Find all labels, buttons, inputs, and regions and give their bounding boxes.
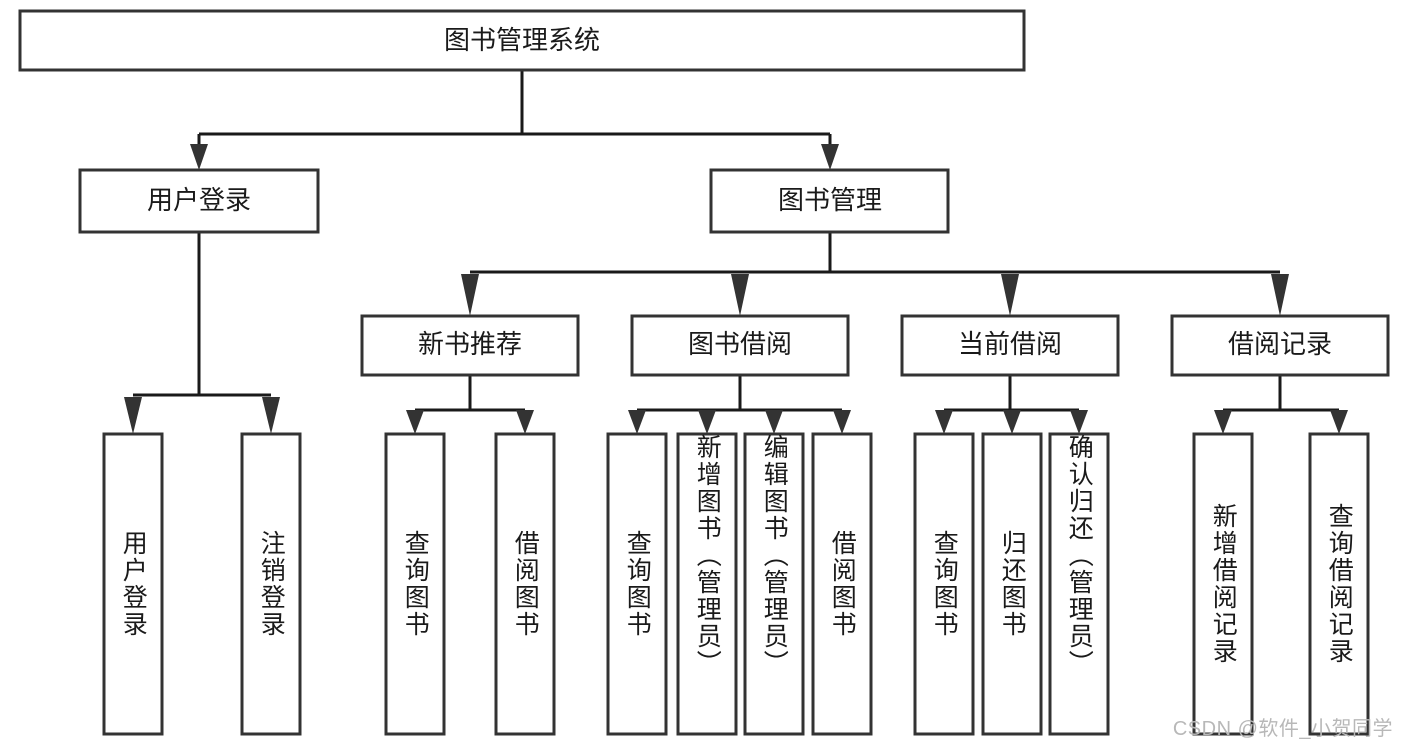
leaf-box-borrow-book-1[interactable] [494,432,556,736]
arrow-leaf-query-book-3 [935,410,953,434]
node-user-login-box[interactable] [78,168,320,234]
node-user-login-label: 用户登录 [147,185,251,215]
node-borrow-record-label: 借阅记录 [1228,329,1332,359]
node-book-manage-box[interactable] [709,168,950,234]
arrow-leaf-edit-book [765,410,783,434]
arrow-leaf-add-record [1214,410,1232,434]
arrow-leaf-user-logout [262,397,280,434]
arrow-book-manage [821,144,839,170]
node-current-borrow-box[interactable] [900,314,1120,377]
node-new-book-recommend-label: 新书推荐 [418,329,522,359]
leaf-box-add-book[interactable] [676,432,738,736]
arrow-leaf-confirm-return [1070,410,1088,434]
leaf-box-borrow-book-2[interactable] [811,432,873,736]
arrow-leaf-query-book-2 [628,410,646,434]
leaf-box-confirm-return[interactable] [1048,432,1110,736]
leaf-box-user-login[interactable] [102,432,164,736]
node-book-borrow[interactable]: 图书借阅 [630,314,850,377]
node-current-borrow-label: 当前借阅 [958,329,1062,359]
node-root-box[interactable] [18,9,1026,72]
nodes-layer: 图书管理系统 用户登录 图书管理 新书推荐 图书借阅 当前 [18,9,1390,736]
node-root[interactable]: 图书管理系统 [18,9,1026,72]
leaf-box-query-record[interactable] [1308,432,1370,736]
node-book-borrow-label: 图书借阅 [688,329,792,359]
leaf-box-query-book-3[interactable] [913,432,975,736]
node-user-login[interactable]: 用户登录 [78,168,320,234]
arrow-leaf-borrow-book-2 [833,410,851,434]
arrow-leaf-user-login [124,397,142,434]
node-root-label: 图书管理系统 [444,25,600,55]
node-current-borrow[interactable]: 当前借阅 [900,314,1120,377]
leaf-box-return-book[interactable] [981,432,1043,736]
arrow-leaf-return-book [1003,410,1021,434]
arrow-leaf-query-book-1 [406,410,424,434]
leaf-box-query-book-2[interactable] [606,432,668,736]
leaf-box-edit-book[interactable] [743,432,805,736]
leaf-box-query-book-1[interactable] [384,432,446,736]
node-borrow-record[interactable]: 借阅记录 [1170,314,1390,377]
arrow-new-book-recommend [461,274,479,316]
watermark: CSDN @软件_小贺同学 [1172,718,1393,740]
edges-layer [124,70,1348,434]
arrow-leaf-add-book [698,410,716,434]
node-borrow-record-box[interactable] [1170,314,1390,377]
leaf-box-user-logout[interactable] [240,432,302,736]
node-book-manage[interactable]: 图书管理 [709,168,950,234]
node-book-borrow-box[interactable] [630,314,850,377]
arrow-current-borrow [1001,274,1019,316]
node-new-book-recommend[interactable]: 新书推荐 [360,314,580,377]
arrow-book-borrow [731,274,749,316]
arrow-user-login [190,144,208,170]
leaf-box-add-record[interactable] [1192,432,1254,736]
arrow-leaf-query-record [1330,410,1348,434]
arrow-borrow-record [1271,274,1289,316]
node-book-manage-label: 图书管理 [778,185,882,215]
node-new-book-recommend-box[interactable] [360,314,580,377]
arrow-leaf-borrow-book-1 [516,410,534,434]
